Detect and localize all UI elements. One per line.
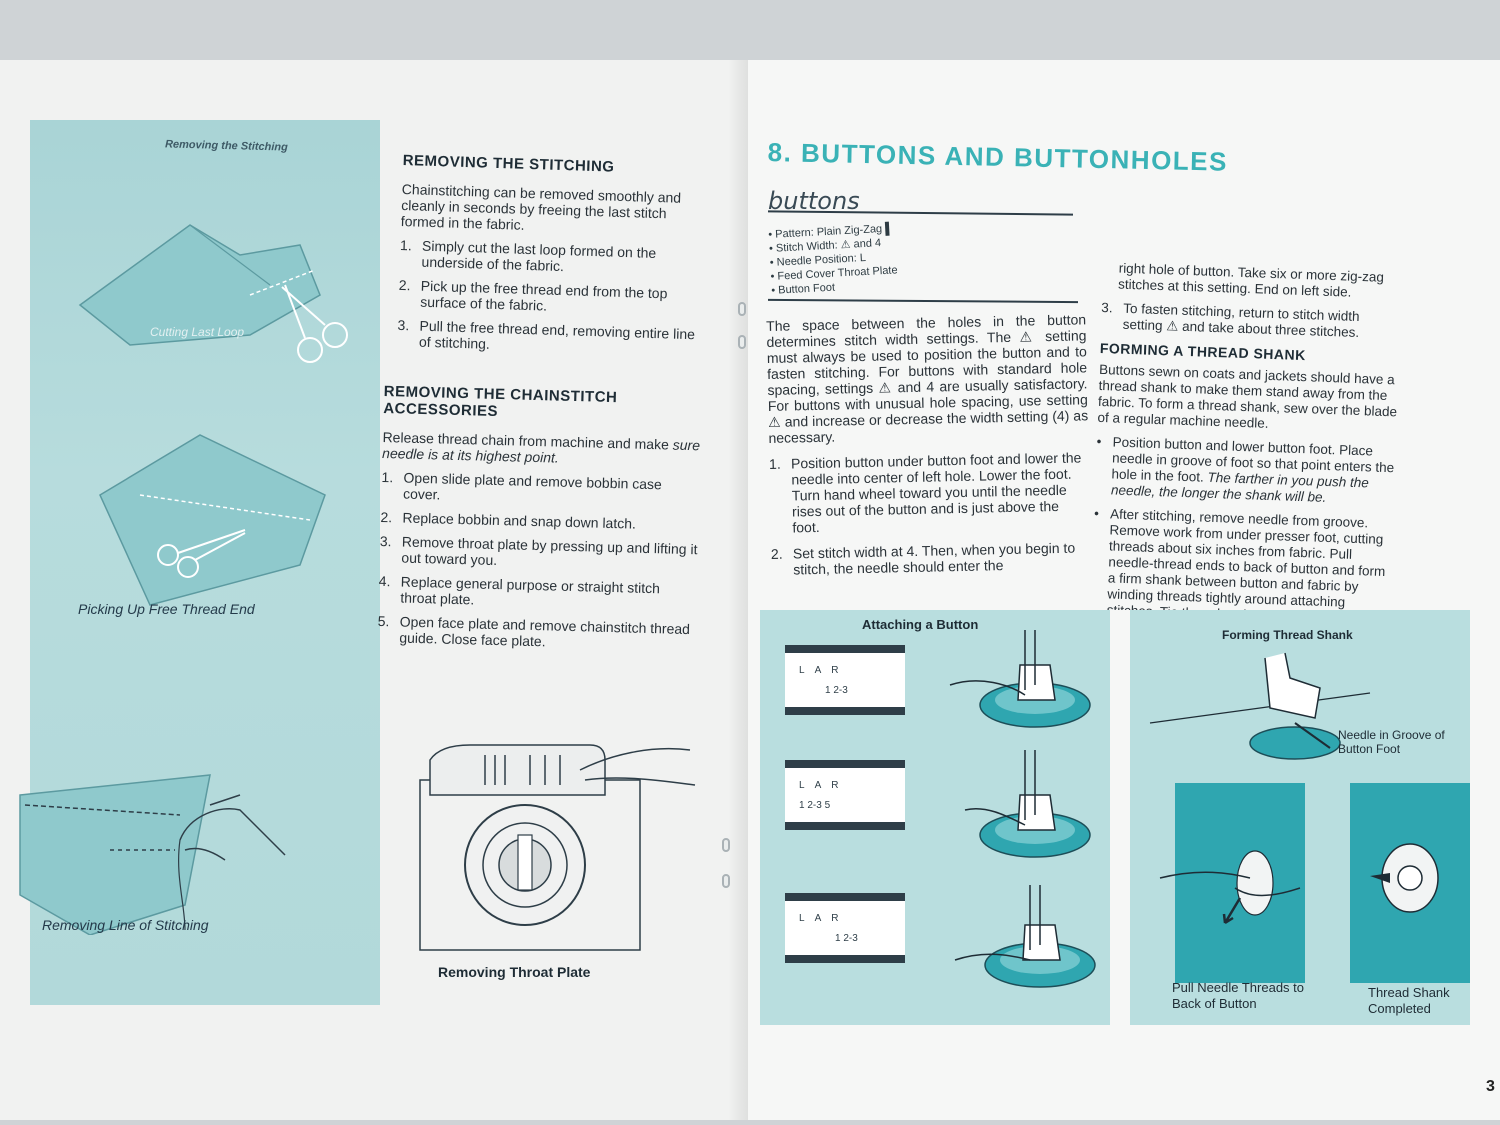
stitch-width-dial: LAR 1 2-3 5 — [785, 760, 905, 830]
dial-scale: 1 2-3 — [825, 685, 848, 696]
caption-cutting-last-loop: Cutting Last Loop — [150, 325, 245, 339]
section-chainstitch-accessories: REMOVING THE CHAINSTITCH ACCESSORIES Rel… — [377, 383, 704, 661]
caption-picking-up: Picking Up Free Thread End — [78, 601, 255, 617]
section-intro: Chainstitching can be removed smoothly a… — [400, 180, 682, 233]
steps-list: 1.Position button under button foot and … — [769, 449, 1091, 578]
thread-shank-intro: Buttons sewn on coats and jackets should… — [1097, 361, 1398, 431]
list-item: 1.Open slide plate and remove bobbin cas… — [381, 468, 663, 503]
spec-list: • Pattern: Plain Zig-Zag • Stitch Width:… — [768, 221, 899, 298]
picking-thread-illustration — [99, 434, 326, 606]
binding-hole — [722, 838, 730, 852]
thread-shank-illustration — [1149, 652, 1470, 983]
stitch-width-dial: LAR 1 2-3 — [785, 893, 905, 963]
dial-labels: LAR — [799, 913, 849, 924]
hand-icon — [179, 794, 286, 861]
arrow-icon — [1222, 897, 1242, 925]
section-heading: REMOVING THE CHAINSTITCH ACCESSORIES — [383, 383, 618, 420]
panel-divider — [1110, 610, 1130, 1025]
section-heading: REMOVING THE STITCHING — [402, 152, 615, 176]
list-item: 1.Position button under button foot and … — [768, 449, 1082, 536]
caption-removing-line: Removing Line of Stitching — [42, 917, 209, 933]
binding-hole — [738, 335, 746, 349]
list-item: Position button and lower button foot. P… — [1095, 434, 1397, 508]
list-item: 3.Remove throat plate by pressing up and… — [379, 532, 698, 569]
list-item: 3.Pull the free thread end, removing ent… — [397, 316, 696, 352]
scissors-icon — [281, 284, 348, 363]
scissors-icon — [157, 529, 246, 578]
buttons-column-2: right hole of button. Take six or more z… — [1090, 260, 1403, 636]
continued-paragraph: right hole of button. Take six or more z… — [1117, 260, 1385, 300]
caption-forming: Forming Thread Shank — [1222, 628, 1353, 642]
intro-paragraph: The space between the holes in the butto… — [766, 311, 1089, 446]
dial-labels: LAR — [799, 665, 849, 676]
hand-icon — [579, 747, 696, 786]
list-item: 2.Set stitch width at 4. Then, when you … — [770, 539, 1076, 578]
buttons-column-1: The space between the holes in the butto… — [766, 311, 1092, 586]
caption-shank-completed: Thread Shank Completed — [1368, 985, 1450, 1016]
caption-attaching: Attaching a Button — [862, 617, 979, 632]
list-item: 4.Replace general purpose or straight st… — [378, 572, 661, 608]
section-heading: FORMING A THREAD SHANK — [1099, 339, 1307, 364]
page-number: 3 — [1486, 1078, 1495, 1095]
binding-hole — [738, 302, 746, 316]
left-page: Removing the Stitching Cutting Last Loop… — [0, 60, 748, 1120]
dial-scale: 1 2-3 5 — [799, 800, 831, 811]
caption-removing-throat-plate: Removing Throat Plate — [438, 964, 591, 980]
bullets-list: Position button and lower button foot. P… — [1091, 434, 1397, 628]
caption-pull-threads: Pull Needle Threads to Back of Button — [1172, 980, 1305, 1011]
steps-list: 1.Open slide plate and remove bobbin cas… — [377, 469, 701, 653]
list-item: 1.Simply cut the last loop formed on the… — [399, 236, 657, 275]
list-item: 2.Replace bobbin and snap down latch. — [380, 508, 637, 532]
list-item: 5.Open face plate and remove chainstitch… — [377, 612, 691, 650]
stitch-width-dial: LAR 1 2-3 — [785, 645, 905, 715]
button-foot-illustration — [949, 630, 1096, 988]
steps-list: 3.To fasten stitching, return to stitch … — [1100, 300, 1401, 342]
caption-needle-groove: Needle in Groove of Button Foot — [1338, 728, 1445, 756]
section-removing-stitching: REMOVING THE STITCHING Chainstitching ca… — [397, 152, 708, 366]
cutting-loop-illustration — [78, 224, 348, 363]
list-item: 2.Pick up the free thread end from the t… — [398, 276, 668, 314]
throat-plate-illustration — [419, 744, 696, 951]
page-title: 8. BUTTONS AND BUTTONHOLES — [767, 137, 1229, 177]
dial-scale: 1 2-3 — [835, 933, 858, 944]
steps-list: 1.Simply cut the last loop formed on the… — [397, 237, 705, 359]
dial-labels: LAR — [799, 780, 849, 791]
button-icon — [1249, 726, 1341, 760]
removing-line-illustration — [19, 774, 286, 935]
list-item: 3.To fasten stitching, return to stitch … — [1101, 299, 1360, 340]
divider — [767, 298, 1079, 304]
binding-hole — [722, 874, 730, 888]
section-intro: Release thread chain from machine and ma… — [381, 428, 701, 466]
page-subtitle: buttons — [768, 187, 860, 215]
